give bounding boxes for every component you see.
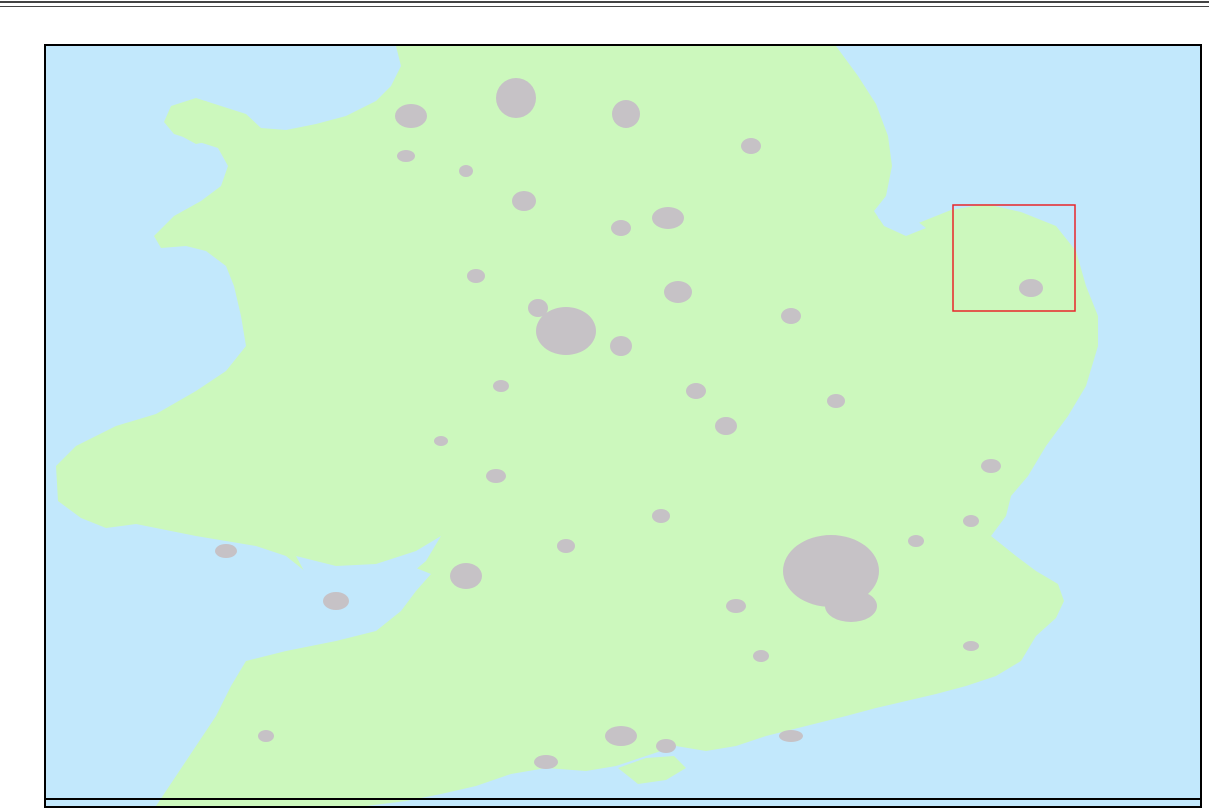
urban-liverpool: [395, 104, 427, 128]
urban-chester: [397, 150, 415, 162]
urban-ipswich: [981, 459, 1001, 473]
urban-norwich: [1019, 279, 1043, 297]
urban-canterbury: [963, 641, 979, 651]
map-canvas: [46, 46, 1200, 806]
urban-reading: [726, 599, 746, 613]
urban-colchester: [963, 515, 979, 527]
legend-divider: [44, 798, 1202, 800]
anglesey: [174, 101, 228, 144]
urban-lincoln: [741, 138, 761, 154]
urban-areas: [215, 78, 1043, 769]
map-frame[interactable]: [44, 44, 1202, 808]
urban-oxford: [652, 509, 670, 523]
urban-wolverhampton: [528, 299, 548, 317]
urban-hereford: [434, 436, 448, 446]
urban-swansea: [215, 544, 237, 558]
urban-derby: [611, 220, 631, 236]
isle-of-wight: [618, 756, 686, 784]
urban-london-east: [825, 590, 877, 622]
urban-brighton: [779, 730, 803, 742]
severn-estuary: [296, 536, 441, 598]
urban-chelmsford: [908, 535, 924, 547]
urban-guildford: [753, 650, 769, 662]
urban-crewe: [459, 165, 473, 177]
top-rule: [0, 1, 1209, 3]
study-area-box[interactable]: [952, 204, 1076, 312]
urban-cardiff: [323, 592, 349, 610]
urban-birmingham: [536, 307, 596, 355]
urban-nottingham: [652, 207, 684, 229]
urban-northampton: [686, 383, 706, 399]
urban-bournemouth: [534, 755, 558, 769]
urban-gloucester: [486, 469, 506, 483]
the-wash: [874, 196, 926, 236]
urban-stoke: [512, 191, 536, 211]
urban-telford: [467, 269, 485, 283]
urban-leicester: [664, 281, 692, 303]
urban-milton-keynes: [715, 417, 737, 435]
urban-swindon: [557, 539, 575, 553]
urban-coventry: [610, 336, 632, 356]
urban-london: [783, 535, 879, 607]
urban-manchester: [496, 78, 536, 118]
urban-exeter: [258, 730, 274, 742]
urban-bristol: [450, 563, 482, 589]
urban-portsmouth: [656, 739, 676, 753]
urban-southampton: [605, 726, 637, 746]
urban-worcester: [493, 380, 509, 392]
urban-cambridge: [827, 394, 845, 408]
urban-peterborough: [781, 308, 801, 324]
top-rule-thin: [0, 6, 1209, 7]
urban-sheffield: [612, 100, 640, 128]
